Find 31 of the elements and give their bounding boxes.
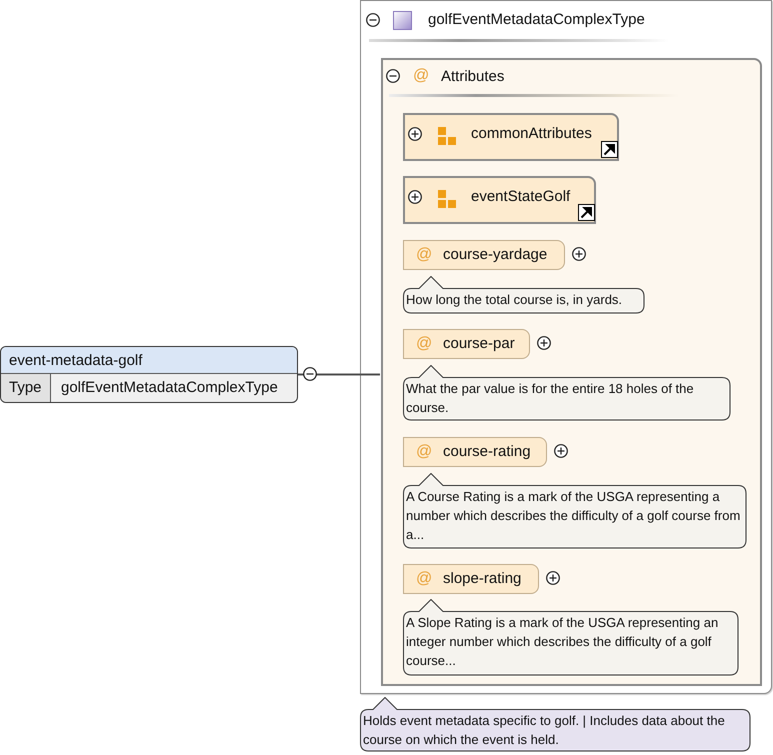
attribute-name: course-rating [443,443,531,461]
attribute-group-ref-box [403,176,596,224]
connector-line [298,374,380,376]
annotation-text: A Course Rating is a mark of the USGA representing a number which describes the difficulty of a golf course from a... [403,473,747,549]
type-name: golfEventMetadataComplexType [61,379,278,397]
annotation-text: How long the total course is, in yards. [403,276,645,314]
annotation-text: What the par value is for the entire 18 holes of the course. [403,365,731,421]
attribute-icon: @ [413,67,430,85]
attribute-group-ref-box [403,113,619,161]
attribute-name: course-par [443,335,515,353]
annotation-text: Holds event metadata specific to golf. | Includes data about the course on which the event is held. [360,697,751,752]
attribute-group-box [381,58,762,686]
group-name: Attributes [441,68,504,86]
attribute-icon: @ [416,570,432,588]
attribute-icon: @ [416,246,432,264]
attribute-box [403,437,547,467]
attribute-group-name: commonAttributes [471,125,592,143]
attribute-group-name: eventStateGolf [471,188,570,206]
complex-type-box [360,0,772,694]
attribute-name: course-yardage [443,246,548,264]
type-label: Type [1,374,51,402]
element-header: event-metadata-golf [1,347,297,374]
attribute-name: slope-rating [443,570,522,588]
annotation-text: A Slope Rating is a mark of the USGA representing an integer number which describes the difficulty of a golf course... [403,599,739,676]
type-name: golfEventMetadataComplexType [428,11,645,29]
attribute-icon: @ [416,335,432,353]
attribute-box [403,329,530,359]
attribute-box [403,564,539,594]
attribute-icon: @ [416,443,432,461]
element-box [0,346,298,403]
attribute-box [403,240,565,270]
